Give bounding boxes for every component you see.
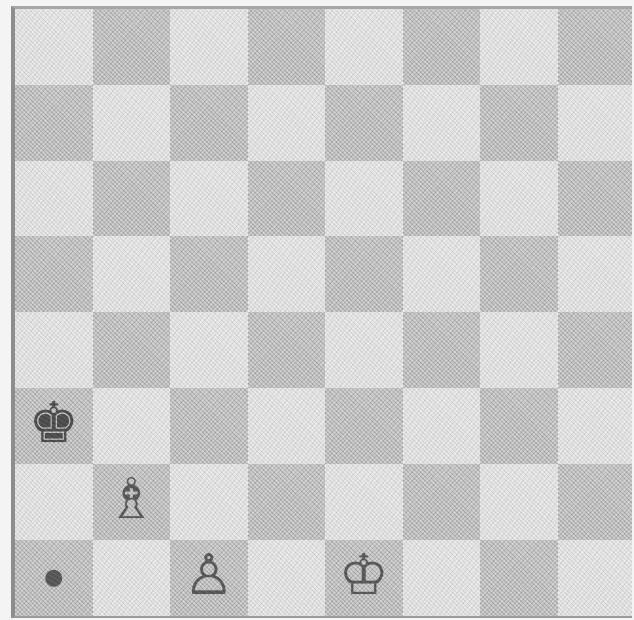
board-square[interactable] [558,161,633,237]
board-square[interactable] [15,161,93,237]
board-square[interactable] [403,9,481,85]
board-square[interactable] [558,236,633,312]
board-square[interactable] [403,464,481,540]
board-square[interactable] [325,464,403,540]
board-square[interactable] [248,464,326,540]
board-square[interactable] [403,236,481,312]
board-square[interactable] [170,161,248,237]
board-square[interactable] [93,9,171,85]
board-square[interactable] [15,85,93,161]
board-square[interactable] [558,85,633,161]
board-square[interactable] [93,388,171,464]
black-king-icon[interactable]: ♚ [15,396,93,452]
board-square[interactable] [170,236,248,312]
board-square[interactable] [403,388,481,464]
board-square[interactable] [558,312,633,388]
board-square[interactable] [558,540,633,616]
board-square[interactable] [403,161,481,237]
board-square[interactable] [248,388,326,464]
board-square[interactable] [403,85,481,161]
board-square[interactable] [93,540,171,616]
board-square[interactable] [93,85,171,161]
black-pawn-dot-icon[interactable]: ● [15,567,93,589]
board-square[interactable] [480,85,558,161]
board-square[interactable] [248,312,326,388]
white-king-icon[interactable]: ♔ [325,548,403,604]
board-square[interactable] [15,464,93,540]
board-square[interactable] [325,312,403,388]
board-square[interactable] [558,9,633,85]
board-square[interactable] [170,312,248,388]
board-square[interactable] [248,236,326,312]
board-square[interactable] [93,312,171,388]
board-square[interactable] [480,236,558,312]
board-square[interactable] [480,540,558,616]
board-square[interactable] [480,464,558,540]
board-square[interactable] [480,388,558,464]
board-square[interactable] [170,464,248,540]
board-square[interactable] [15,312,93,388]
board-square[interactable] [248,85,326,161]
board-square[interactable] [170,9,248,85]
board-square[interactable] [15,9,93,85]
board-square[interactable] [325,85,403,161]
board-square[interactable] [558,464,633,540]
board-square[interactable] [170,388,248,464]
board-square[interactable] [325,9,403,85]
board-square[interactable] [325,161,403,237]
board-square[interactable] [480,312,558,388]
board-square[interactable] [15,236,93,312]
board-square[interactable] [248,540,326,616]
chess-board-frame: ♚♗ ● ♙ ♔ [11,6,632,618]
board-square[interactable] [93,161,171,237]
board-square[interactable] [325,388,403,464]
board-square[interactable] [248,161,326,237]
board-square[interactable] [248,9,326,85]
board-square[interactable] [170,85,248,161]
white-pawn-icon[interactable]: ♙ [170,548,248,604]
white-bishop-icon[interactable]: ♗ [93,472,171,528]
chess-board: ♚♗ ● ♙ ♔ [15,9,632,616]
board-square[interactable] [480,161,558,237]
board-square[interactable] [325,236,403,312]
board-square[interactable] [403,312,481,388]
board-square[interactable] [558,388,633,464]
board-square[interactable] [480,9,558,85]
board-square[interactable] [403,540,481,616]
board-square[interactable] [93,236,171,312]
